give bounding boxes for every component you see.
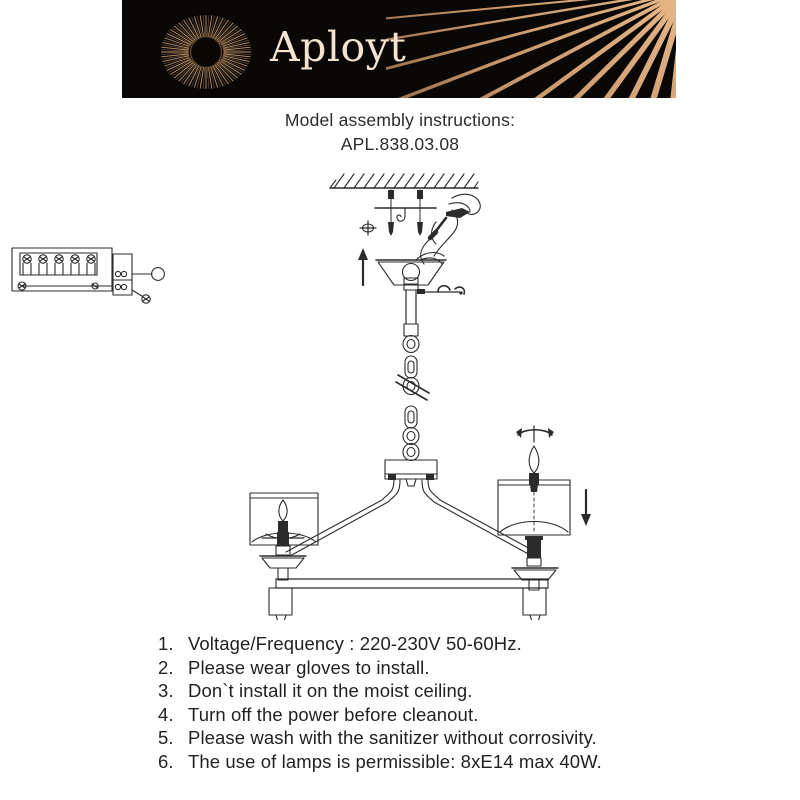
list-item: 2. Please wear gloves to install. [158, 656, 778, 680]
rotate-screw-symbol [359, 220, 377, 236]
brand-banner: Aployt [122, 0, 676, 98]
list-item-text: Voltage/Frequency : 220-230V 50-60Hz. [188, 633, 522, 654]
mounting-bar-with-hook [374, 207, 437, 222]
list-item-number: 3. [158, 680, 174, 701]
candle-bulb-right [528, 445, 540, 533]
page-title: Model assembly instructions: APL.838.03.… [0, 108, 800, 156]
finial-right [522, 587, 547, 620]
socket-assembly-right [511, 536, 559, 591]
canopy-wires [415, 251, 445, 265]
list-item-number: 4. [158, 703, 174, 725]
list-item: 4. Turn off the power before cleanout. [158, 703, 778, 727]
model-code: APL.838.03.08 [340, 134, 460, 154]
socket-cup-left [259, 545, 307, 581]
ceiling-anchor-screws [388, 189, 423, 236]
list-item: 3. Don`t install it on the moist ceiling… [158, 679, 778, 703]
ceiling-hatching [329, 173, 479, 189]
chain-break-symbol [395, 374, 430, 401]
list-item-number: 5. [158, 727, 174, 748]
chandelier-arms [285, 478, 537, 557]
center-body-plate [384, 442, 438, 487]
terminal-block [11, 247, 165, 304]
title-heading: Model assembly instructions: [284, 110, 516, 130]
up-arrow [358, 248, 368, 287]
list-item-text: Please wear gloves to install. [188, 656, 430, 678]
screwdriver-and-wires [420, 193, 481, 265]
instructions-list: 1. Voltage/Frequency : 220-230V 50-60Hz.… [158, 632, 778, 773]
bottom-rail [275, 578, 549, 589]
suspension-chain [395, 289, 430, 446]
sunburst-logo-icon [161, 15, 251, 89]
finial-left [268, 587, 293, 620]
canopy-cup [375, 259, 447, 291]
list-item-text: Please wash with the sanitizer without c… [188, 727, 597, 748]
list-item-number: 1. [158, 633, 174, 654]
candle-bulb-left [261, 499, 305, 546]
list-item: 5. Please wash with the sanitizer withou… [158, 726, 778, 750]
list-item: 1. Voltage/Frequency : 220-230V 50-60Hz. [158, 632, 778, 656]
brand-wordmark: Aployt [270, 23, 407, 71]
rotate-arrow [516, 425, 554, 443]
list-item-text: Don`t install it on the moist ceiling. [188, 680, 473, 701]
list-item: 6. The use of lamps is permissible: 8xE1… [158, 750, 778, 774]
corner-sunburst-rays [386, 0, 676, 98]
hook-clip-detail [417, 284, 466, 295]
down-arrow [581, 488, 591, 526]
list-item-text: Turn off the power before cleanout. [188, 703, 479, 725]
list-item-text: The use of lamps is permissible: 8xE14 m… [188, 750, 602, 772]
list-item-number: 2. [158, 656, 174, 678]
list-item-number: 6. [158, 750, 174, 772]
chandelier-assembly-diagram [11, 173, 591, 620]
